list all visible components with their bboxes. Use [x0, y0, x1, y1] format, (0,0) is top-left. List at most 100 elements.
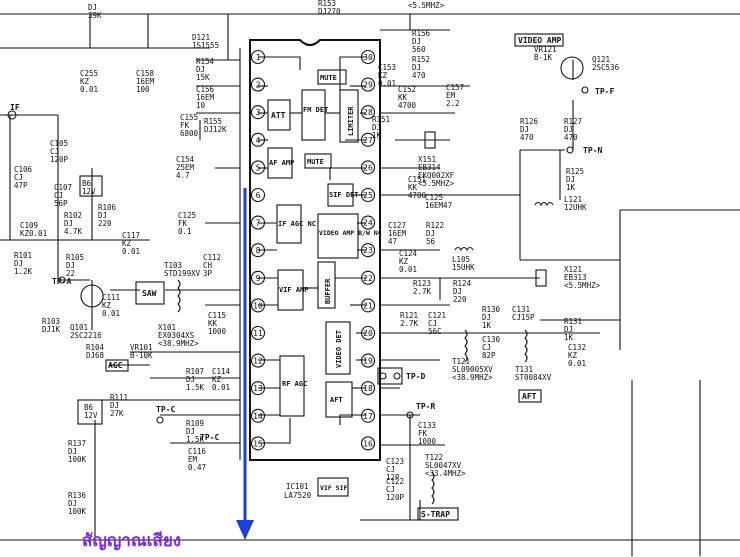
- coil-t131: [524, 329, 528, 363]
- ic-pin-number: 19: [363, 357, 373, 366]
- coil-t103: [177, 279, 181, 313]
- block-if-agc-nc: [276, 204, 302, 244]
- transistor-q121: [560, 56, 584, 80]
- ic-pin-number: 22: [363, 274, 373, 283]
- block-rf-agc: [279, 355, 305, 417]
- block-sif-det: [327, 183, 354, 207]
- ic-pin-number: 13: [253, 384, 263, 393]
- block-mute-text: MUTE: [307, 158, 324, 166]
- transistor-q101: [80, 284, 104, 308]
- agc-label: AGC: [108, 361, 123, 370]
- ic-pin-number: 12: [253, 357, 263, 366]
- block-mute-top: [317, 69, 347, 85]
- if-label: IF: [10, 103, 20, 112]
- block-af-amp: [267, 147, 293, 179]
- crystal-x121: [535, 269, 547, 287]
- aft-box-label: AFT: [522, 392, 537, 401]
- block-aft-text: AFT: [330, 396, 343, 404]
- block-fm-det: [301, 89, 326, 141]
- ic-pin-number: 3: [256, 108, 261, 117]
- tp-d-label: TP-D: [406, 372, 425, 381]
- block-buffer-text: BUFFER: [324, 278, 332, 304]
- saw-label: SAW: [142, 289, 157, 298]
- ic-pin-left-10: [250, 298, 266, 313]
- ic-pin-left-3: [250, 105, 266, 120]
- tp-c-point: [156, 416, 164, 424]
- ic-pin-right-20: [360, 325, 376, 341]
- ic-pin-left-1: [250, 49, 266, 65]
- ic-pin-number: 6: [256, 191, 261, 200]
- block-vif-sif: [317, 477, 349, 497]
- s-trap-label: S-TRAP: [421, 510, 450, 519]
- ic-pin-left-12: [250, 353, 266, 368]
- ic-pin-right-28: [360, 105, 376, 120]
- ic-pin-number: 24: [363, 219, 373, 228]
- ic-pin-number: 23: [363, 246, 373, 255]
- tp-c-label: TP-C: [156, 405, 175, 414]
- ic-pin-right-24: [360, 215, 376, 230]
- ic-pin-number: 26: [363, 163, 373, 172]
- component-label-top2: <5.5MHZ>: [408, 1, 445, 10]
- ic-pin-left-2: [250, 77, 266, 92]
- ic-pin-number: 9: [256, 274, 261, 283]
- frame-lines: [0, 13, 740, 556]
- tp-f-label: TP-F: [595, 87, 614, 96]
- block-labels: ATT FM DET MUTE LIMITER AF AMP MUTE SIF …: [269, 74, 382, 500]
- ic-pin-number: 21: [363, 301, 373, 310]
- supply-b6a-box: [79, 175, 103, 197]
- ic-blocks: [267, 69, 359, 497]
- ic-pin-number: 1: [256, 53, 261, 62]
- block-video-amp: [317, 213, 359, 259]
- ic-pin-left-9: [250, 270, 266, 285]
- ic-pin-left-8: [250, 243, 266, 258]
- tp-n-label: TP-N: [583, 146, 602, 155]
- coil-l105: [454, 246, 474, 252]
- block-att: [267, 99, 291, 131]
- block-limiter-text: LIMITER: [347, 106, 355, 136]
- ic-pin-number: 16: [363, 439, 373, 448]
- tp-f-point: [581, 86, 589, 94]
- video-amp-label: VIDEO AMP: [518, 36, 562, 45]
- ic-pin-right-26: [360, 160, 376, 175]
- ic-pin-left-7: [250, 215, 266, 230]
- block-video-det: [325, 321, 351, 375]
- ic-pin-right-18: [360, 381, 376, 396]
